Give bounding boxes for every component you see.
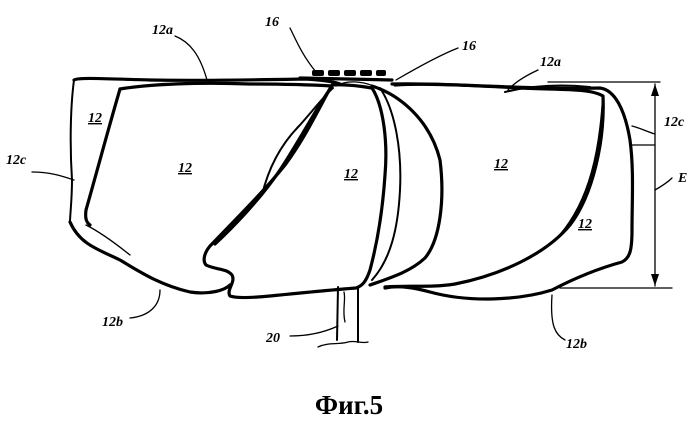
label-12-left: 12 — [178, 161, 192, 176]
label-12c-right: 12c — [664, 115, 685, 130]
label-12b-right: 12b — [566, 337, 587, 352]
label-12-far-right: 12 — [578, 217, 592, 232]
blade-center — [204, 85, 386, 298]
label-12-right: 12 — [494, 157, 508, 172]
figure-caption: Фиг.5 — [315, 390, 383, 420]
label-12a-right: 12a — [540, 55, 561, 70]
dimension-E — [548, 82, 672, 288]
label-20: 20 — [265, 331, 280, 346]
shaft-20 — [318, 287, 368, 347]
label-16-right: 16 — [462, 39, 476, 54]
blade-right — [385, 84, 603, 287]
label-E: E — [677, 171, 687, 186]
label-12a-left: 12a — [152, 23, 173, 38]
label-16-left: 16 — [265, 15, 279, 30]
label-12-center: 12 — [344, 167, 358, 182]
label-12-corner: 12 — [88, 111, 102, 126]
label-12b-left: 12b — [102, 315, 123, 330]
leader-lines — [32, 28, 655, 340]
label-12c-left: 12c — [6, 153, 27, 168]
